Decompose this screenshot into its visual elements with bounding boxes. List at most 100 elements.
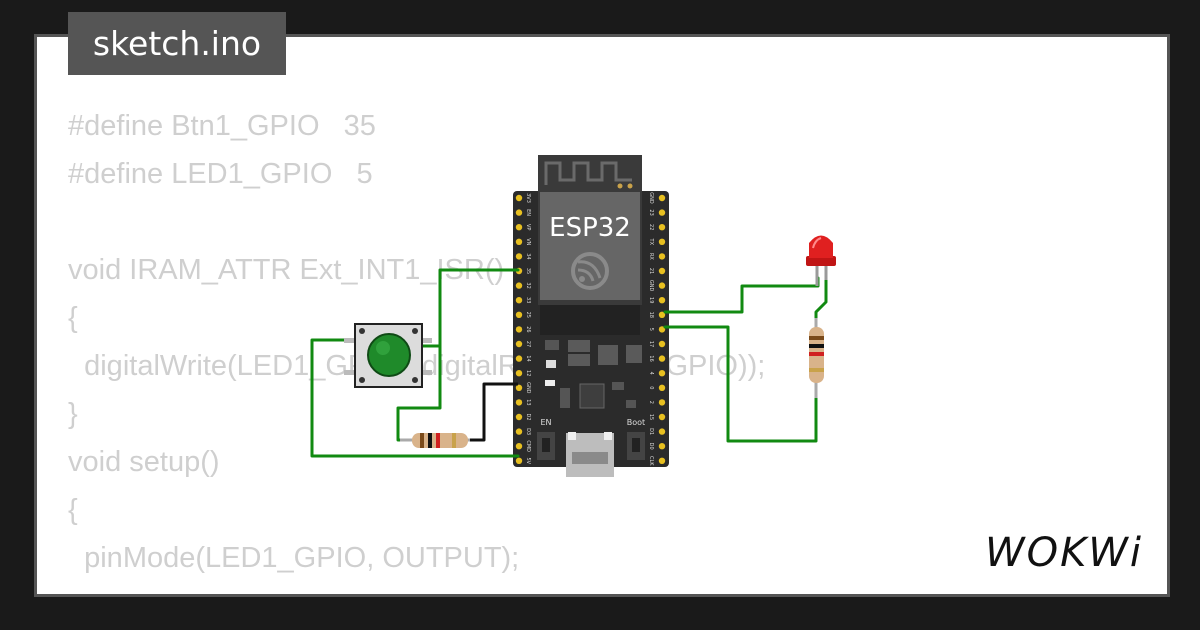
pin-pad[interactable] <box>658 355 666 362</box>
wire-5v <box>310 338 520 458</box>
pin-pad[interactable] <box>658 457 666 464</box>
pin-label: CMD <box>525 440 531 452</box>
pin-pad[interactable] <box>658 282 666 289</box>
pin-pad[interactable] <box>658 384 666 391</box>
code-line: #define LED1_GPIO 5 <box>68 158 373 190</box>
pushbutton-cap[interactable] <box>367 333 411 377</box>
pin-label: RX <box>648 253 654 260</box>
pin-label: VN <box>525 238 531 245</box>
board-pin[interactable]: 5 <box>648 326 666 333</box>
pin-pad[interactable] <box>515 209 523 216</box>
pin-pad[interactable] <box>658 399 666 406</box>
board-pin[interactable]: GND <box>648 280 666 292</box>
pin-label: 32 <box>525 282 531 288</box>
pin-pad[interactable] <box>658 311 666 318</box>
board-pin[interactable]: 5V <box>515 457 531 465</box>
pin-pad[interactable] <box>515 355 523 362</box>
board-pin[interactable]: 32 <box>515 282 531 289</box>
esp32-board[interactable]: ESP32 EN Boot <box>513 155 669 477</box>
pin-pad[interactable] <box>658 413 666 421</box>
board-pin[interactable]: 21 <box>648 267 666 275</box>
pin-pad[interactable] <box>658 340 666 348</box>
code-line: #define Btn1_GPIO 35 <box>68 110 376 142</box>
board-pin[interactable]: 17 <box>648 340 666 348</box>
board-pin[interactable]: GND <box>515 382 531 394</box>
pin-pad[interactable] <box>515 443 523 450</box>
pin-pad[interactable] <box>515 311 523 318</box>
board-pin[interactable]: 33 <box>515 297 531 304</box>
board-pin[interactable]: 25 <box>515 311 531 318</box>
file-tab[interactable]: sketch.ino <box>68 12 286 75</box>
pin-pad[interactable] <box>515 370 523 377</box>
board-pin[interactable]: D3 <box>515 428 531 435</box>
pin-pad[interactable] <box>515 253 523 260</box>
pin-pad[interactable] <box>658 238 666 245</box>
pin-label: 35 <box>525 268 531 274</box>
board-pin[interactable]: D0 <box>648 443 666 450</box>
board-pin[interactable]: CMD <box>515 440 531 452</box>
wire-gpio5 <box>663 325 818 443</box>
board-pin[interactable]: 23 <box>648 209 666 216</box>
pin-label: D2 <box>525 413 531 420</box>
board-pin[interactable]: CLK <box>648 456 666 466</box>
pin-pad[interactable] <box>515 297 523 304</box>
frame-bottom-mask <box>0 594 1200 630</box>
board-pin[interactable]: VN <box>515 238 531 246</box>
pin-pad[interactable] <box>515 282 523 289</box>
board-pin[interactable]: RX <box>648 253 666 260</box>
pin-pad[interactable] <box>515 457 523 464</box>
pin-pad[interactable] <box>658 224 666 231</box>
pin-pad[interactable] <box>515 194 523 202</box>
board-pin[interactable]: 14 <box>515 355 531 362</box>
pin-label: 21 <box>648 268 654 274</box>
board-pin[interactable]: 26 <box>515 326 531 333</box>
pin-pad[interactable] <box>658 297 666 304</box>
board-pin[interactable]: 16 <box>648 355 666 362</box>
board-pin[interactable]: GND <box>648 192 666 204</box>
pull-down-resistor <box>400 433 470 448</box>
pin-pad[interactable] <box>515 384 523 391</box>
pin-pad[interactable] <box>658 267 666 275</box>
pin-pad[interactable] <box>658 370 666 377</box>
pin-pad[interactable] <box>515 326 523 333</box>
pin-pad[interactable] <box>515 340 523 348</box>
board-pin[interactable]: 2 <box>648 399 666 406</box>
pushbutton[interactable] <box>344 323 432 388</box>
board-pin[interactable]: TX <box>648 238 666 246</box>
pin-pad[interactable] <box>515 224 523 231</box>
board-pin[interactable]: D1 <box>648 428 666 435</box>
led-dome <box>809 235 833 258</box>
board-pin[interactable]: EN <box>515 209 531 216</box>
board-pin[interactable]: 4 <box>648 370 666 377</box>
pin-pad[interactable] <box>515 399 523 406</box>
wire-led-anode <box>663 276 820 314</box>
board-pin[interactable]: 3V3 <box>515 193 531 203</box>
board-pin[interactable]: D2 <box>515 413 531 421</box>
pin-pad[interactable] <box>515 238 523 245</box>
board-pin[interactable]: 27 <box>515 340 531 348</box>
red-led[interactable] <box>806 235 836 287</box>
board-pin[interactable]: 22 <box>648 224 666 231</box>
board-pin[interactable]: 18 <box>648 311 666 318</box>
board-pin[interactable]: 34 <box>515 253 531 260</box>
pin-label: 5V <box>525 457 531 464</box>
espressif-logo-icon <box>571 252 609 290</box>
board-pin[interactable]: 13 <box>515 399 531 406</box>
pin-pad[interactable] <box>658 194 666 202</box>
board-pin[interactable]: 19 <box>648 297 666 304</box>
pin-pad[interactable] <box>658 209 666 216</box>
pin-pad[interactable] <box>658 443 666 450</box>
board-pin[interactable]: 15 <box>648 413 666 421</box>
en-label: EN <box>540 418 551 427</box>
board-pin[interactable]: VP <box>515 224 531 231</box>
pin-pad[interactable] <box>658 253 666 260</box>
wire-gpio35 <box>438 268 520 348</box>
pin-pad[interactable] <box>658 428 666 435</box>
pin-label: 0 <box>648 386 654 389</box>
pin-pad[interactable] <box>658 326 666 333</box>
board-pin[interactable]: 12 <box>515 370 531 377</box>
pin-pad[interactable] <box>515 413 523 421</box>
board-pin[interactable]: 0 <box>648 384 666 391</box>
pin-pad[interactable] <box>515 428 523 435</box>
